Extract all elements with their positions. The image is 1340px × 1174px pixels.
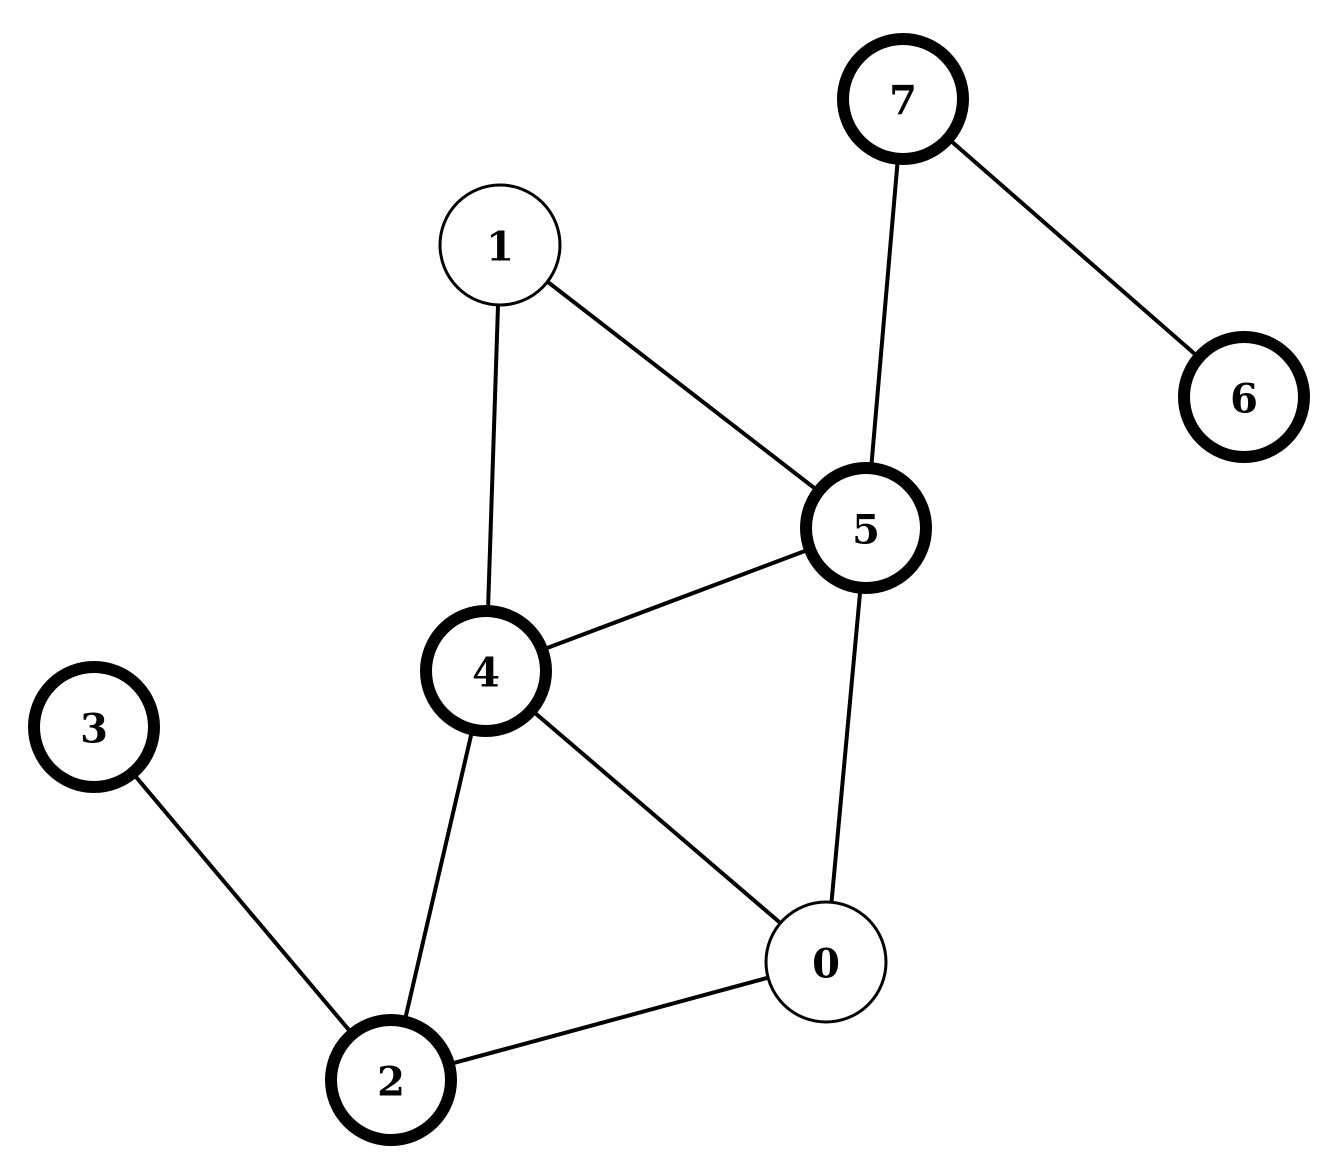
node-label-4: 4 [472, 650, 500, 697]
node-7: 7 [837, 33, 969, 165]
edge-2-0 [389, 960, 828, 1082]
edge-5-4 [484, 526, 868, 673]
edge-7-5 [864, 97, 905, 530]
node-label-6: 6 [1230, 376, 1258, 423]
node-4: 4 [420, 605, 552, 737]
node-circle-4 [420, 605, 552, 737]
edge-3-2 [92, 725, 393, 1082]
edge-1-4 [484, 243, 502, 673]
edge-4-2 [389, 669, 488, 1082]
node-label-0: 0 [812, 941, 840, 988]
node-circle-1 [438, 183, 562, 307]
node-1: 1 [438, 183, 562, 307]
node-3: 3 [28, 661, 160, 793]
node-label-7: 7 [889, 78, 917, 125]
node-circle-3 [28, 661, 160, 793]
node-circle-6 [1178, 331, 1310, 463]
edge-7-6 [901, 97, 1246, 399]
edge-4-0 [484, 669, 828, 964]
node-circle-7 [837, 33, 969, 165]
node-circle-5 [800, 462, 932, 594]
edge-1-5 [498, 243, 868, 530]
nodes-layer: 0 1 2 3 4 5 6 7 [28, 33, 1310, 1146]
node-5: 5 [800, 462, 932, 594]
node-label-3: 3 [80, 706, 108, 753]
node-2: 2 [325, 1014, 457, 1146]
node-circle-0 [764, 900, 888, 1024]
node-label-2: 2 [377, 1059, 405, 1106]
node-circle-2 [325, 1014, 457, 1146]
edges-layer [92, 97, 1246, 1082]
node-6: 6 [1178, 331, 1310, 463]
node-label-5: 5 [852, 507, 880, 554]
node-0: 0 [764, 900, 888, 1024]
node-label-1: 1 [486, 224, 514, 271]
edge-5-0 [824, 526, 868, 964]
